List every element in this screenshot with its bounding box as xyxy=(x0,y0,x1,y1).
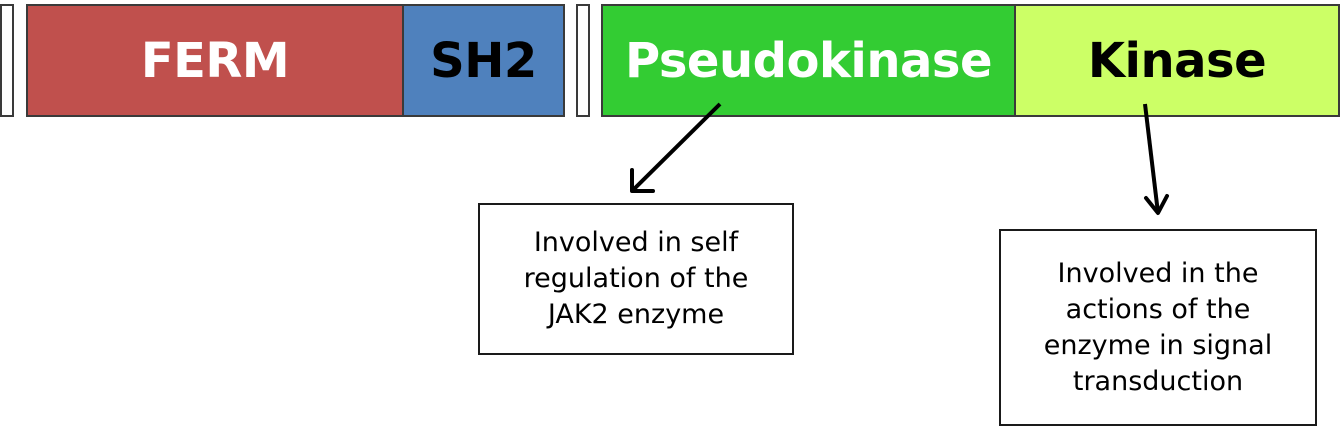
callout-line: transduction xyxy=(1072,365,1244,397)
kinase-callout: Involved in the actions of the enzyme in… xyxy=(999,229,1317,426)
sh2-domain: SH2 xyxy=(402,4,565,117)
callout-line: Involved in the xyxy=(1057,257,1259,289)
pseudokinase-callout: Involved in self regulation of the JAK2 … xyxy=(478,203,794,355)
ferm-label: FERM xyxy=(140,32,290,89)
callout-line: Involved in self xyxy=(533,227,739,258)
kinase-domain: Kinase xyxy=(1014,4,1340,117)
ferm-domain: FERM xyxy=(26,4,404,117)
pseudokinase-domain: Pseudokinase xyxy=(601,4,1016,117)
callout-line: regulation of the xyxy=(523,263,749,294)
kinase-label: Kinase xyxy=(1087,32,1267,89)
callout-line: JAK2 enzyme xyxy=(547,299,725,330)
kinase-arrow xyxy=(1143,103,1169,215)
linker-left xyxy=(0,4,14,117)
pseudokinase-label: Pseudokinase xyxy=(624,32,993,89)
sh2-label: SH2 xyxy=(430,32,537,89)
linker-middle xyxy=(576,4,590,117)
callout-line: actions of the xyxy=(1065,293,1251,325)
pseudokinase-arrow xyxy=(630,102,722,193)
callout-line: enzyme in signal xyxy=(1043,329,1273,361)
